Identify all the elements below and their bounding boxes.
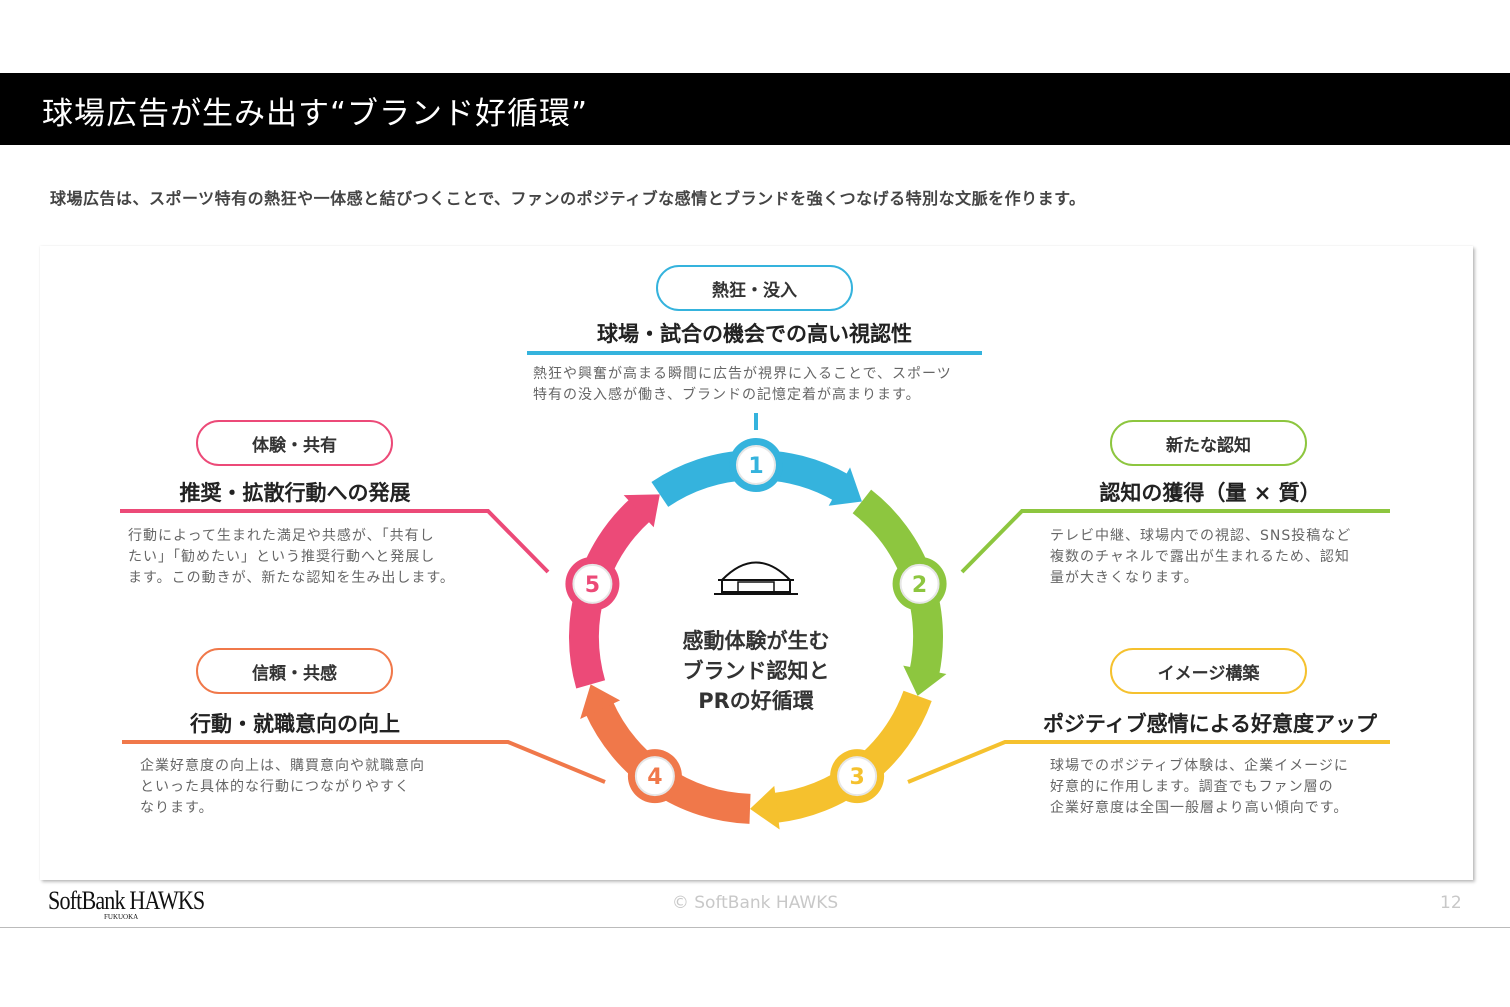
step-1-description: 熱狂や興奮が高まる瞬間に広告が視界に入ることで、スポーツ 特有の没入感が働き、ブ…	[533, 366, 952, 403]
step-number-2: 2	[912, 573, 927, 598]
cycle-arrow-3	[749, 785, 780, 830]
connector-line-2	[960, 509, 1390, 574]
title-bar	[0, 73, 1510, 145]
step-node-3	[837, 756, 878, 797]
step-4-description: 企業好意度の向上は、購買意向や就職意向 といった具体的な行動につながりやすく な…	[140, 758, 425, 816]
cycle-arrow-2	[903, 665, 947, 696]
step-3-heading: ポジティブ感情による好意度アップ	[1042, 712, 1378, 736]
footer-divider	[0, 927, 1510, 928]
connector-line-3	[907, 740, 1390, 784]
cycle-arrow-5	[623, 494, 660, 528]
step-3-description: 球場でのポジティブ体験は、企業イメージに 好意的に作用します。調査でもファン層の…	[1050, 758, 1349, 816]
step-5-tag: 体験・共有	[196, 420, 393, 466]
step-node-5	[572, 563, 613, 604]
step-node-1	[736, 445, 776, 485]
lead-text: 球場広告は、スポーツ特有の熱狂や一体感と結びつくことで、ファンのポジティブな感情…	[50, 189, 1086, 208]
softbank-hawks-logo: SoftBank HAWKS	[48, 886, 205, 915]
cycle-arrow-4	[580, 684, 621, 719]
connector-line-5	[120, 509, 550, 574]
logo-subtext: FUKUOKA	[104, 913, 139, 921]
step-node-2	[899, 563, 940, 604]
connector-line-4	[122, 740, 606, 784]
stadium-icon	[714, 561, 798, 595]
slide-title: 球場広告が生み出す“ブランド好循環”	[42, 96, 589, 132]
step-number-5: 5	[585, 573, 600, 598]
step-number-4: 4	[647, 765, 662, 790]
step-number-1: 1	[748, 454, 763, 479]
step-2-heading: 認知の獲得（量 × 質）	[1099, 481, 1321, 505]
step-5-description: 行動によって生まれた満足や共感が、「共有し たい」「勧めたい」という推奨行動へと…	[128, 528, 455, 586]
step-1-tag: 熱狂・没入	[656, 265, 853, 311]
step-number-3: 3	[849, 765, 864, 790]
step-5-heading: 推奨・拡散行動への発展	[179, 481, 411, 505]
step-3-tag: イメージ構築	[1110, 648, 1307, 694]
step-1-heading: 球場・試合の機会での高い視認性	[597, 322, 912, 346]
page-number: 12	[1440, 893, 1462, 913]
step-4-heading: 行動・就職意向の向上	[190, 712, 400, 736]
cycle-arrow-1	[828, 467, 862, 506]
step-4-tag: 信頼・共感	[196, 648, 393, 694]
step-2-tag: 新たな認知	[1110, 420, 1307, 466]
step-2-description: テレビ中継、球場内での視認、SNS投稿など 複数のチャネルで露出が生まれるため、…	[1050, 528, 1352, 586]
step-node-4	[634, 756, 675, 797]
center-caption: 感動体験が生む ブランド認知と PRの好循環	[682, 629, 830, 713]
copyright: © SoftBank HAWKS	[671, 893, 839, 913]
